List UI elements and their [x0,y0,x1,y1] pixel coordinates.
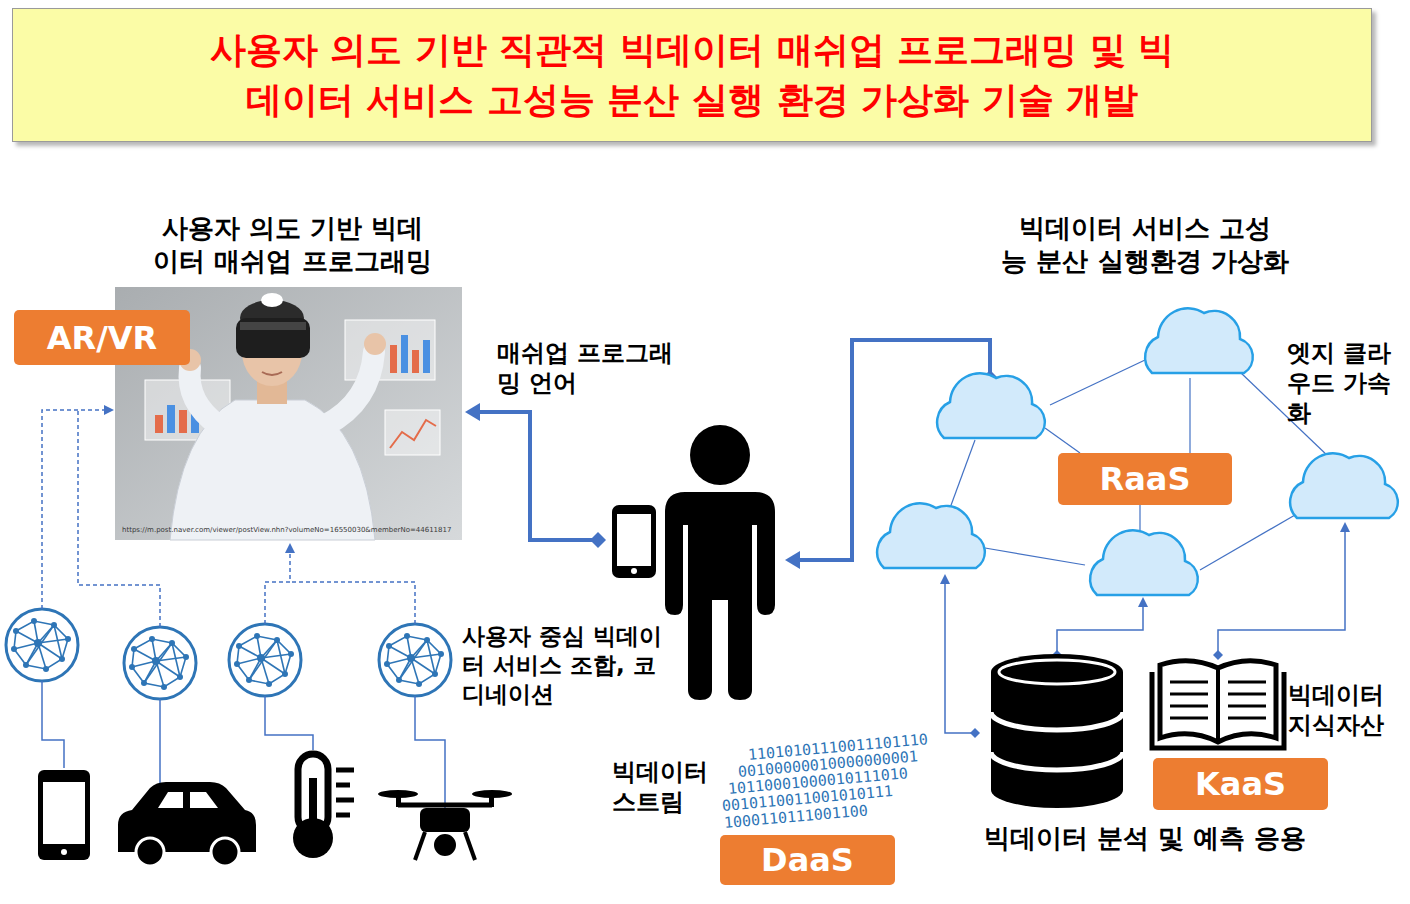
car-icon [118,782,256,866]
note-label: 엣지 클라우드 가속화 [1287,338,1397,428]
title-box: 사용자 의도 기반 직관적 빅데이터 매쉬업 프로그래밍 및 빅데이터 서비스 … [12,8,1372,142]
tag-text: DaaS [761,841,854,879]
note-label: 빅데이터 분석 및 예측 응용 [950,822,1340,855]
tag-box: DaaS [720,835,895,885]
phone-icon [38,770,90,860]
note-label: 사용자 중심 빅데이터 서비스 조합, 코디네이션 [462,622,667,708]
cloud-icon [877,308,1398,595]
panel-heading: 사용자 의도 기반 빅데이터 매쉬업 프로그래밍 [105,208,480,277]
title-text: 사용자 의도 기반 직관적 빅데이터 매쉬업 프로그래밍 및 빅데이터 서비스 … [117,25,1267,126]
tag-text: RaaS [1100,460,1191,498]
sensor-wire [42,681,445,808]
network-globe [6,609,451,699]
note-label: 빅데이터 지식자산 [1288,680,1400,740]
image-panel: 사용자 의도 기반 빅데이터 매쉬업 프로그래밍 [105,208,480,542]
tag-text: KaaS [1195,765,1286,803]
section-heading: 빅데이터 서비스 고성능 분산 실행환경 가상화 [930,212,1360,277]
tag-text: AR/VR [47,319,158,357]
database-icon [991,654,1123,808]
drone-icon [378,790,512,860]
dashed-link [42,410,415,627]
tag-box: KaaS [1153,758,1328,810]
thermometer-icon [293,754,354,858]
tag-box: AR/VR [14,310,190,365]
note-label: 매쉬업 프로그래밍 언어 [497,338,687,398]
watermark: https://m.post.naver.com/viewer/postView… [122,526,457,535]
tag-box: RaaS [1058,453,1232,505]
note-label: 빅데이터 스트림 [612,757,717,817]
book-icon [1152,661,1284,748]
